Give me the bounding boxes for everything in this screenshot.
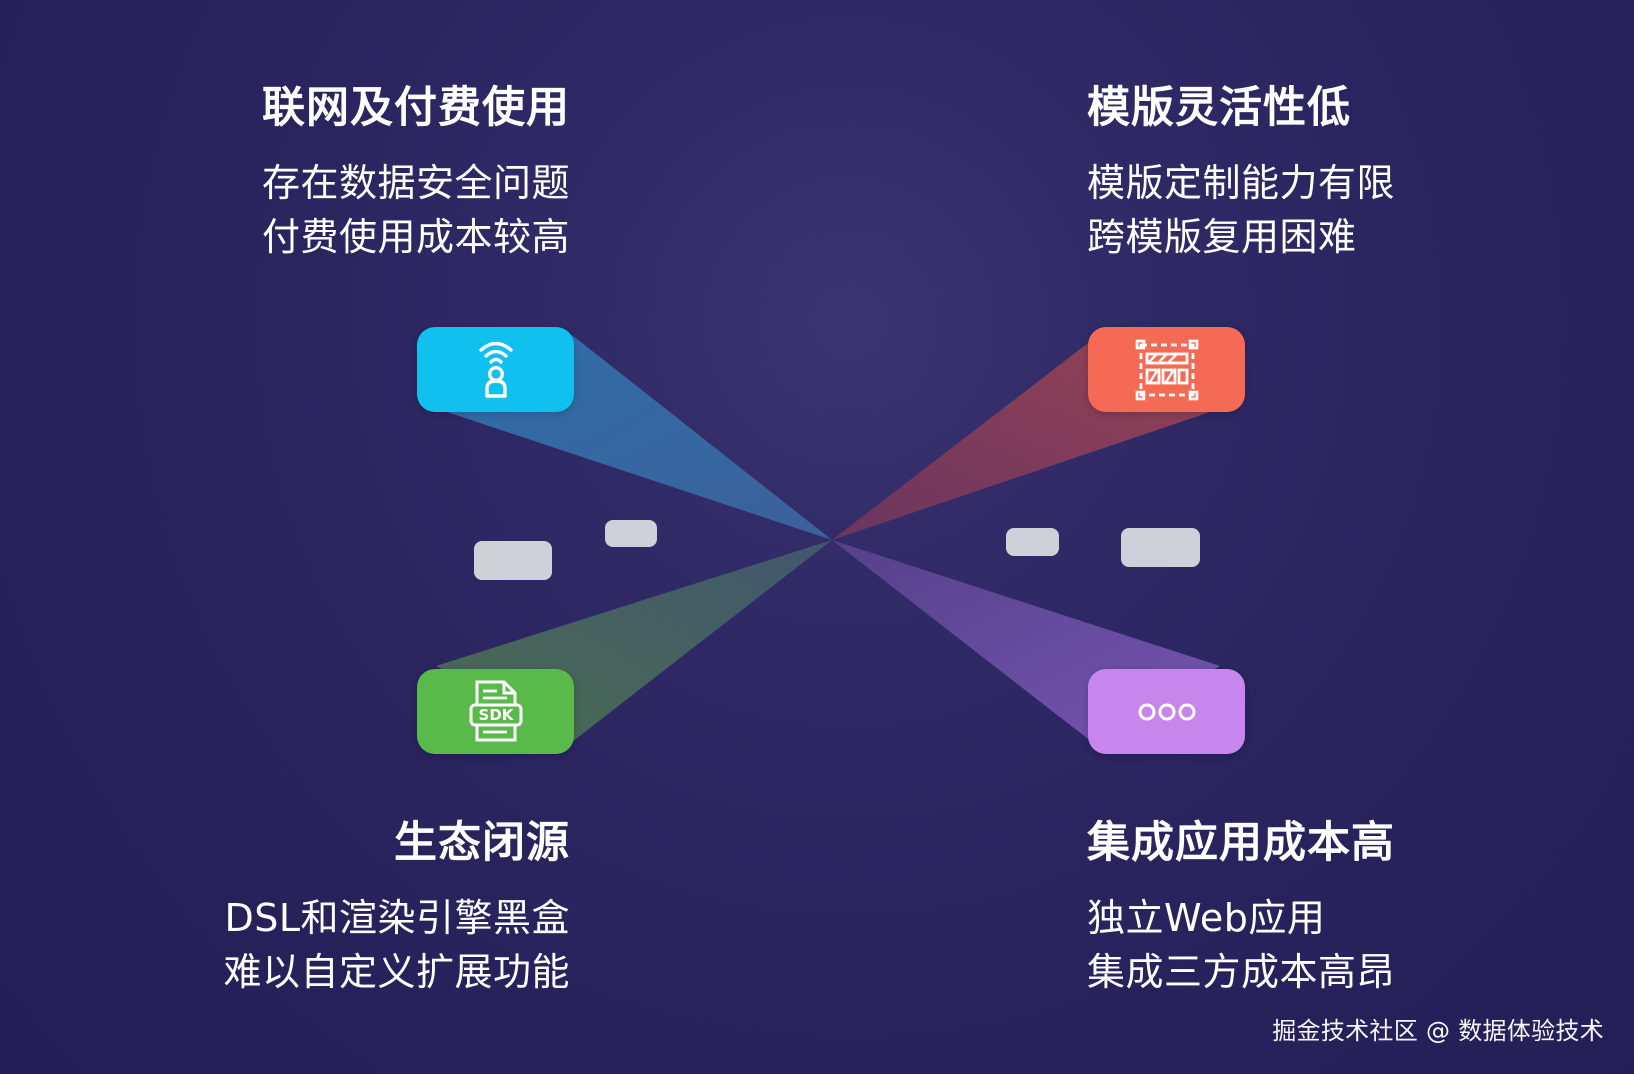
bottom-left-line-2: 难以自定义扩展功能 [223, 950, 570, 995]
right-small-placeholder-block [1006, 528, 1059, 556]
right-large-placeholder-block [1121, 528, 1200, 567]
bottom-left-heading: 生态闭源 [394, 818, 570, 868]
bottom-right-line-2: 集成三方成本高昂 [1087, 950, 1396, 995]
top-right-line-2: 跨模版复用困难 [1087, 215, 1357, 260]
svg-text:SDK: SDK [478, 706, 514, 724]
top-right-line-1: 模版定制能力有限 [1087, 161, 1396, 206]
sdk-document-icon: SDK [469, 680, 522, 741]
bottom-right-icon-tile [1088, 669, 1245, 754]
top-left-line-2: 付费使用成本较高 [261, 215, 570, 260]
top-right-icon-tile [1088, 327, 1245, 412]
top-left-icon-tile [417, 327, 574, 412]
bottom-left-text-block: 生态闭源 DSL和渲染引擎黑盒 难以自定义扩展功能 [130, 820, 570, 1000]
top-right-heading: 模版灵活性低 [1087, 83, 1351, 133]
footer-credit: 掘金技术社区 @ 数据体验技术 [1272, 1017, 1604, 1045]
wireless-person-icon [478, 341, 513, 398]
top-left-heading: 联网及付费使用 [262, 83, 570, 133]
bottom-right-heading: 集成应用成本高 [1087, 818, 1395, 868]
bottom-left-line-1: DSL和渲染引擎黑盒 [224, 896, 570, 941]
top-right-text-block: 模版灵活性低 模版定制能力有限 跨模版复用困难 [1087, 85, 1527, 265]
top-left-text-block: 联网及付费使用 存在数据安全问题 付费使用成本较高 [130, 85, 570, 265]
left-small-placeholder-block [605, 520, 657, 547]
left-large-placeholder-block [474, 541, 552, 580]
bottom-right-text-block: 集成应用成本高 独立Web应用 集成三方成本高昂 [1087, 820, 1527, 1000]
more-dots-icon [1138, 703, 1195, 720]
top-left-line-1: 存在数据安全问题 [261, 161, 570, 206]
bottom-left-icon-tile: SDK [417, 669, 574, 754]
bottom-right-line-1: 独立Web应用 [1087, 896, 1326, 941]
template-grid-icon [1135, 339, 1198, 400]
